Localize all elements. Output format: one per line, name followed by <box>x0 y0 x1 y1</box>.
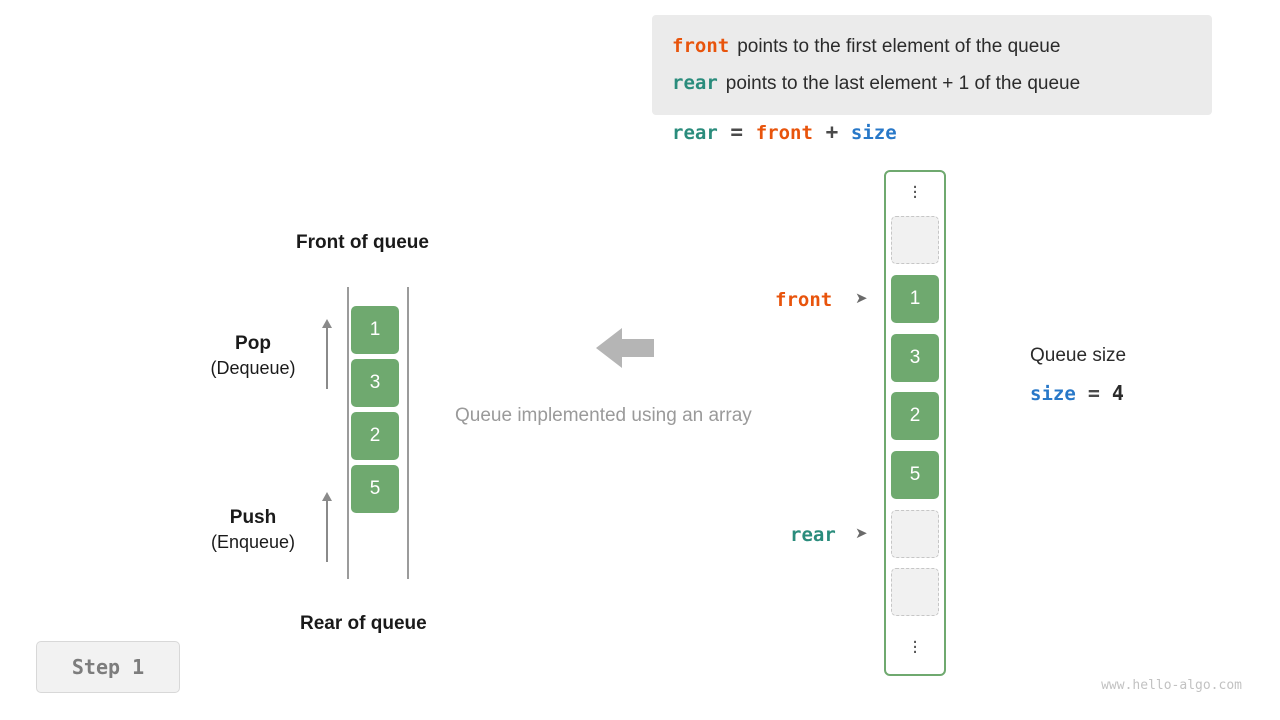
push-subtitle: (Enqueue) <box>210 532 296 552</box>
formula-equals: = <box>730 120 744 144</box>
push-label: Push (Enqueue) <box>188 507 318 553</box>
formula: rear = front + size <box>672 120 897 144</box>
pop-title: Pop <box>235 333 271 354</box>
size-number: 4 <box>1111 381 1124 405</box>
left-arrow-icon <box>596 325 656 376</box>
pop-arrow-head <box>322 319 332 328</box>
front-of-queue-label: Front of queue <box>296 232 429 253</box>
pop-label: Pop (Dequeue) <box>188 333 318 379</box>
array-slot: 1 <box>891 275 939 323</box>
legend-box: front points to the first element of the … <box>652 15 1212 115</box>
array-bottom-ellipsis: ... <box>912 626 918 658</box>
front-pointer-arrow-icon: ➤ <box>855 290 868 307</box>
legend-rear-text: points to the last element + 1 of the qu… <box>725 73 1081 94</box>
rear-keyword: rear <box>672 72 718 94</box>
front-keyword: front <box>672 35 730 57</box>
queue-cell: 2 <box>351 412 399 460</box>
diagram-caption: Queue implemented using an array <box>455 405 752 426</box>
queue-rail-left <box>347 287 349 579</box>
size-equals: = <box>1087 381 1100 405</box>
array-top-ellipsis: ... <box>912 171 918 203</box>
array-slot <box>891 568 939 616</box>
rear-pointer-label: rear <box>790 524 836 546</box>
queue-cell: 1 <box>351 306 399 354</box>
formula-plus: + <box>825 120 839 144</box>
array-slot <box>891 510 939 558</box>
queue-cell: 3 <box>351 359 399 407</box>
queue-cell: 5 <box>351 465 399 513</box>
front-pointer-label: front <box>775 289 833 311</box>
formula-size: size <box>850 122 897 144</box>
legend-front-text: points to the first element of the queue <box>737 36 1061 57</box>
array-slot: 5 <box>891 451 939 499</box>
pop-subtitle: (Dequeue) <box>210 358 296 378</box>
legend-line-rear: rear points to the last element + 1 of th… <box>672 72 1080 95</box>
legend-line-front: front points to the first element of the … <box>672 35 1060 58</box>
formula-front: front <box>755 122 813 144</box>
queue-size-expression: size = 4 <box>1030 381 1124 405</box>
formula-rear: rear <box>672 122 718 144</box>
push-arrow-shaft <box>326 500 328 562</box>
queue-rail-right <box>407 287 409 579</box>
push-arrow-head <box>322 492 332 501</box>
rear-pointer-arrow-icon: ➤ <box>855 525 868 542</box>
array-slot: 3 <box>891 334 939 382</box>
step-badge: Step 1 <box>36 641 180 693</box>
watermark: www.hello-algo.com <box>1101 678 1242 693</box>
push-title: Push <box>229 507 277 528</box>
array-slot: 2 <box>891 392 939 440</box>
array-slot <box>891 216 939 264</box>
pop-arrow-shaft <box>326 327 328 389</box>
size-keyword: size <box>1030 383 1076 405</box>
rear-of-queue-label: Rear of queue <box>300 613 427 634</box>
queue-size-label: Queue size <box>1030 345 1127 366</box>
array-frame <box>884 170 946 676</box>
